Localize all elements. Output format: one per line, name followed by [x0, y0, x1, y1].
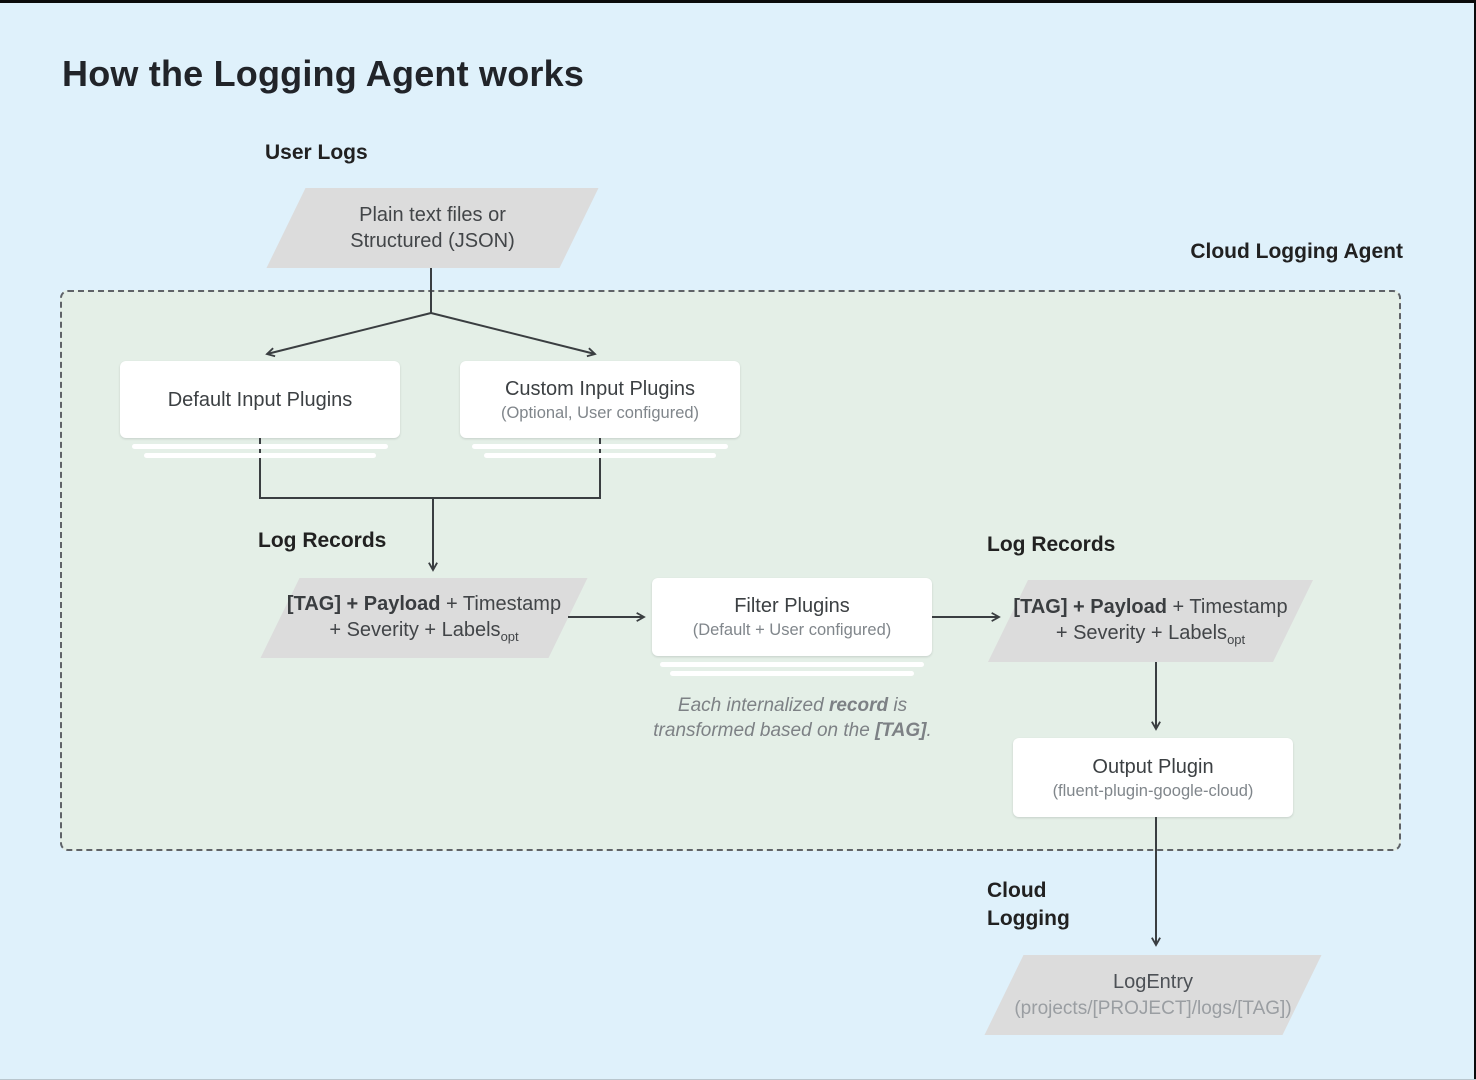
filter-stack-bar-2: [670, 671, 914, 676]
log-records-right-label: Log Records: [987, 533, 1116, 556]
window-right-edge: [1474, 0, 1476, 1080]
log-record-left-line1: [TAG] + Payload + Timestamp: [286, 593, 562, 615]
custom-input-plugins-title: Custom Input Plugins: [504, 377, 696, 400]
filter-plugins-subtitle: (Default + User configured): [692, 621, 892, 639]
opt-subscript: opt: [500, 629, 519, 644]
log-record-left-shape: [TAG] + Payload + Timestamp + Severity +…: [260, 578, 588, 658]
filter-plugins-title: Filter Plugins: [734, 595, 850, 617]
log-entry-title: LogEntry: [1112, 971, 1194, 993]
default-input-plugins-title: Default Input Plugins: [167, 388, 353, 411]
log-records-left-label: Log Records: [258, 529, 387, 552]
log-entry-subtitle: (projects/[PROJECT]/logs/[TAG]): [1014, 998, 1292, 1019]
opt-subscript: opt: [1227, 632, 1246, 647]
custom-input-stack-bar-1: [472, 444, 728, 449]
default-input-stack-bar-1: [132, 444, 388, 449]
log-record-right-shape: [TAG] + Payload + Timestamp + Severity +…: [988, 580, 1313, 662]
default-input-plugins-node: Default Input Plugins: [120, 361, 400, 438]
log-record-right-line2: + Severity + Labelsopt: [1055, 622, 1246, 647]
filter-plugins-node: Filter Plugins (Default + User configure…: [652, 578, 932, 656]
page-title: How the Logging Agent works: [62, 53, 585, 94]
custom-input-plugins-node: Custom Input Plugins (Optional, User con…: [460, 361, 740, 438]
user-input-line1: Plain text files or: [359, 204, 506, 226]
arrow-to-custom-input: [430, 312, 595, 354]
cloud-logging-label: Cloud Logging: [987, 879, 1070, 930]
filter-note: Each internalized record is transformed …: [653, 695, 932, 741]
window-top-edge: [0, 0, 1476, 3]
output-plugin-node: Output Plugin (fluent-plugin-google-clou…: [1013, 738, 1293, 817]
custom-input-plugins-subtitle: (Optional, User configured): [500, 403, 700, 422]
user-input-shape: Plain text files or Structured (JSON): [266, 188, 599, 268]
log-record-left-line2: + Severity + Labelsopt: [329, 619, 519, 644]
user-input-line2: Structured (JSON): [350, 230, 515, 252]
arrow-to-default-input: [267, 312, 432, 354]
log-entry-shape: LogEntry (projects/[PROJECT]/logs/[TAG]): [984, 955, 1322, 1035]
output-plugin-title: Output Plugin: [1092, 755, 1214, 778]
output-plugin-subtitle: (fluent-plugin-google-cloud): [1052, 781, 1254, 800]
user-logs-label: User Logs: [265, 141, 368, 164]
custom-input-stack-bar-2: [484, 453, 716, 458]
cloud-logging-agent-label: Cloud Logging Agent: [1190, 240, 1403, 263]
connector-inputs-merge: [259, 438, 601, 499]
log-record-right-line1: [TAG] + Payload + Timestamp: [1013, 596, 1288, 618]
default-input-stack-bar-2: [144, 453, 376, 458]
filter-stack-bar-1: [660, 662, 924, 667]
